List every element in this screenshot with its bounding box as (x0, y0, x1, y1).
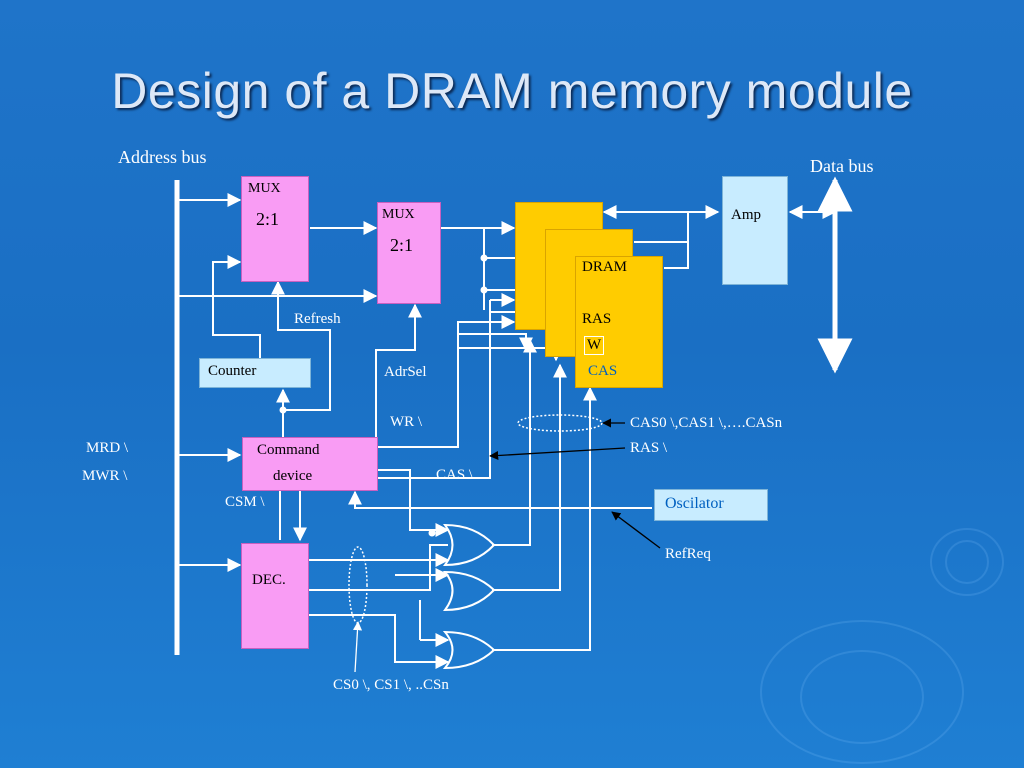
counter-label: Counter (208, 363, 257, 379)
dec-label: DEC. (252, 572, 286, 588)
amp-label: Amp (731, 207, 761, 223)
cs-list-label: CS0 \, CS1 \, ..CSn (333, 677, 449, 693)
mux-2-title: MUX (382, 207, 415, 222)
background-ripple (760, 620, 964, 764)
oscilator-label: Oscilator (665, 495, 724, 512)
mrd-label: MRD \ (86, 440, 129, 456)
dec-block: DEC. (241, 543, 309, 649)
dram-title: DRAM (582, 259, 628, 275)
mux-2-ratio: 2:1 (390, 235, 414, 255)
data-bus-label: Data bus (810, 156, 874, 176)
counter-block: Counter (199, 358, 311, 388)
mwr-label: MWR \ (82, 468, 128, 484)
slide-title: Design of a DRAM memory module (111, 63, 913, 119)
refresh-label: Refresh (294, 311, 341, 327)
command-label-line1: Command (257, 442, 320, 458)
wr-label: WR \ (390, 414, 423, 430)
command-label-line2: device (273, 468, 313, 484)
cas-signal-label: CAS \ (436, 467, 474, 483)
ras-signal-label: RAS \ (630, 440, 668, 456)
adrsel-label: AdrSel (384, 364, 427, 380)
dram-cas-label: CAS (588, 363, 618, 379)
oscilator-block: Oscilator (654, 489, 768, 521)
refreq-label: RefReq (665, 546, 711, 562)
mux-2: MUX 2:1 (377, 202, 441, 304)
dram-chip-front: DRAM RAS W CAS (575, 256, 663, 388)
address-bus-label: Address bus (118, 147, 207, 167)
background-ripple (800, 650, 924, 744)
dram-ras-label: RAS (582, 311, 612, 327)
cas-list-label: CAS0 \,CAS1 \,….CASn (630, 415, 783, 431)
mux-1: MUX 2:1 (241, 176, 309, 282)
command-device: Command device (242, 437, 378, 491)
csm-label: CSM \ (225, 494, 265, 510)
mux-1-ratio: 2:1 (256, 209, 280, 229)
mux-1-title: MUX (248, 181, 281, 196)
background-ripple (930, 528, 1004, 596)
dram-w-label: W (584, 336, 605, 355)
amp-block: Amp (722, 176, 788, 285)
